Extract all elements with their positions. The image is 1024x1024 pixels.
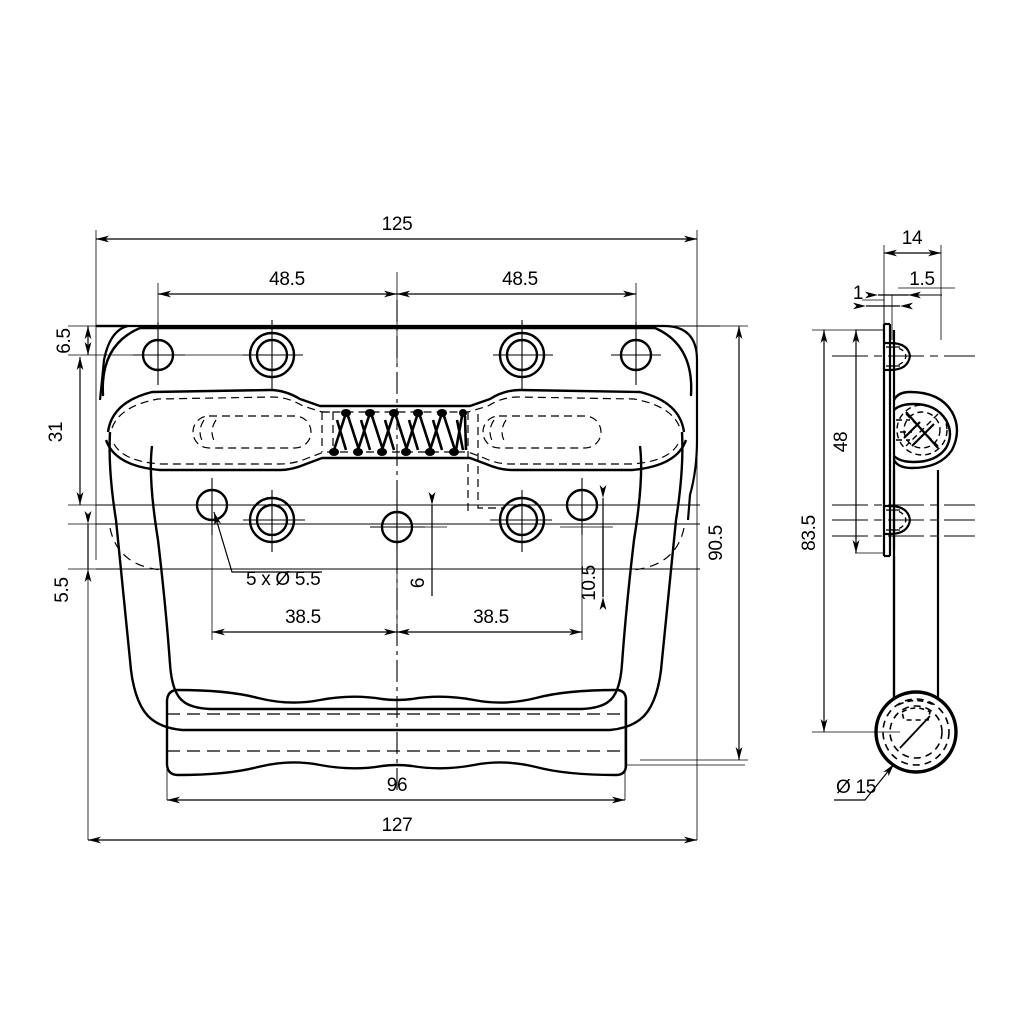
dimension-125-label: 125 (382, 214, 413, 235)
dimension-90-5-label: 90.5 (706, 525, 727, 561)
side-view-bail-leg (892, 470, 940, 700)
hinge-band (104, 388, 688, 472)
dimension-48-5-right: 48.5 (397, 269, 636, 298)
dimension-48-5-left: 48.5 (158, 269, 397, 298)
dimension-6-5: 6.5 (54, 326, 92, 355)
dimension-125: 125 (96, 214, 697, 243)
plate-hidden-edges (109, 527, 685, 571)
dimension-31: 31 (46, 357, 84, 505)
front-view-extension-lines (68, 230, 748, 840)
dimension-5-5-label: 5.5 (52, 577, 73, 603)
spring-coil-end-caps (329, 409, 467, 456)
dimension-127-label: 127 (382, 815, 413, 836)
dimension-48: 48 (831, 330, 860, 553)
dimension-38-5-left-label: 38.5 (285, 607, 321, 628)
dimension-96: 96 (167, 775, 625, 804)
dimension-90-5: 90.5 (706, 326, 743, 760)
dimension-38-5-right-label: 38.5 (473, 607, 509, 628)
dimension-38-5-left: 38.5 (212, 607, 397, 636)
callout-5x-dia-5-5-label: 5 x Ø 5.5 (246, 569, 320, 590)
hinge-band-hidden-detail (111, 396, 681, 465)
dimension-10-5-label: 10.5 (579, 565, 600, 601)
dimension-6-5-label: 6.5 (54, 328, 75, 354)
spring-coil-pattern (332, 415, 468, 451)
side-view-spring-housing (892, 390, 959, 470)
side-view-spring-housing-detail (903, 411, 939, 449)
plate-reference-lines (96, 325, 720, 570)
plate-silhouette (101, 326, 693, 397)
side-view-grip-bar (874, 690, 958, 774)
front-view: 125 48.5 48.5 6.5 31 5.5 9 (46, 214, 748, 844)
callout-dia-15-label: Ø 15 (836, 777, 876, 798)
dimension-127: 127 (88, 815, 697, 844)
dimension-10-5: 10.5 (579, 485, 607, 610)
dimension-31-label: 31 (46, 422, 67, 443)
dimension-14: 14 (884, 228, 941, 257)
dimension-5-5: 5.5 (52, 511, 92, 603)
dimension-96-label: 96 (387, 775, 408, 796)
dimension-38-5-right: 38.5 (397, 607, 582, 636)
dimension-48-label: 48 (831, 432, 852, 453)
dimension-1-label: 1 (853, 283, 863, 304)
spring-detail-region (321, 411, 505, 512)
side-view-hinge-bosses (884, 341, 912, 536)
dimension-6-label: 6 (408, 578, 429, 588)
dimension-48-5-right-label: 48.5 (502, 269, 538, 290)
dimension-1-5: 1.5 (865, 269, 942, 299)
dimension-83-5-label: 83.5 (799, 515, 820, 551)
handle-bail (108, 431, 684, 732)
side-view-plate (882, 322, 896, 558)
mounting-holes-top-row (141, 331, 653, 379)
handle-grip (165, 688, 628, 777)
dimension-83-5: 83.5 (799, 330, 828, 732)
dimension-6: 6 (408, 492, 436, 596)
mounting-holes-bottom-row (195, 488, 599, 544)
dimension-1: 1 (853, 283, 913, 310)
dimension-48-5-left-label: 48.5 (269, 269, 305, 290)
handle-grip-hidden-lines (167, 713, 626, 752)
dimension-1-5-label: 1.5 (909, 269, 935, 290)
callout-dia-15: Ø 15 (834, 763, 895, 801)
dimension-14-label: 14 (902, 228, 923, 249)
side-view: 14 1.5 1 48 83.5 Ø 15 (799, 228, 975, 801)
callout-5x-dia-5-5: 5 x Ø 5.5 (213, 511, 322, 590)
